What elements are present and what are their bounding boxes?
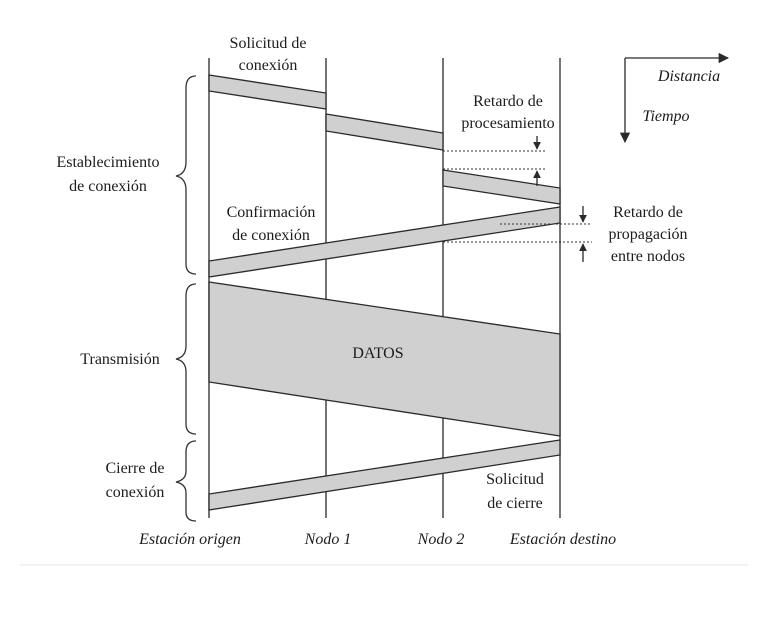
connection-request-band-2 xyxy=(325,113,444,151)
close-request-band xyxy=(208,439,561,511)
connection-confirmation-label-line2: de conexión xyxy=(232,227,310,244)
close-request-label-line1: Solicitud xyxy=(486,471,544,488)
node2-label: Nodo 2 xyxy=(417,531,465,548)
processing-delay-label-line2: procesamiento xyxy=(461,115,554,132)
processing-delay-label-line1: Retardo de xyxy=(473,93,543,110)
connection-request-label-line1: Solicitud de xyxy=(230,35,307,52)
connection-request-band-1 xyxy=(208,74,327,110)
establishment-label-line1: Establecimiento xyxy=(56,154,159,171)
transmission-brace xyxy=(175,283,197,435)
establishment-brace xyxy=(175,75,197,275)
data-band xyxy=(208,281,561,437)
propagation-delay-label-line3: entre nodos xyxy=(611,248,685,265)
transmission-label: Transmisión xyxy=(80,351,159,368)
destination-station-label: Estación destino xyxy=(509,531,616,548)
connection-confirmation-label-line1: Confirmación xyxy=(227,204,316,221)
node1-label: Nodo 1 xyxy=(304,531,352,548)
origin-station-label: Estación origen xyxy=(138,531,241,548)
closing-label-line2: conexión xyxy=(106,484,165,501)
connection-request-band-3 xyxy=(442,169,561,205)
propagation-delay-label-line2: propagación xyxy=(608,226,687,243)
data-label: DATOS xyxy=(352,345,403,362)
establishment-label-line2: de conexión xyxy=(69,178,147,195)
connection-request-label-line2: conexión xyxy=(239,57,298,74)
distance-axis-label: Distancia xyxy=(657,68,720,85)
closing-brace xyxy=(175,440,197,522)
propagation-delay-label-line1: Retardo de xyxy=(613,204,683,221)
close-request-label-line2: de cierre xyxy=(487,495,543,512)
time-axis-label: Tiempo xyxy=(642,108,689,125)
closing-label-line1: Cierre de xyxy=(105,460,164,477)
connection-confirmation-band xyxy=(208,206,561,278)
